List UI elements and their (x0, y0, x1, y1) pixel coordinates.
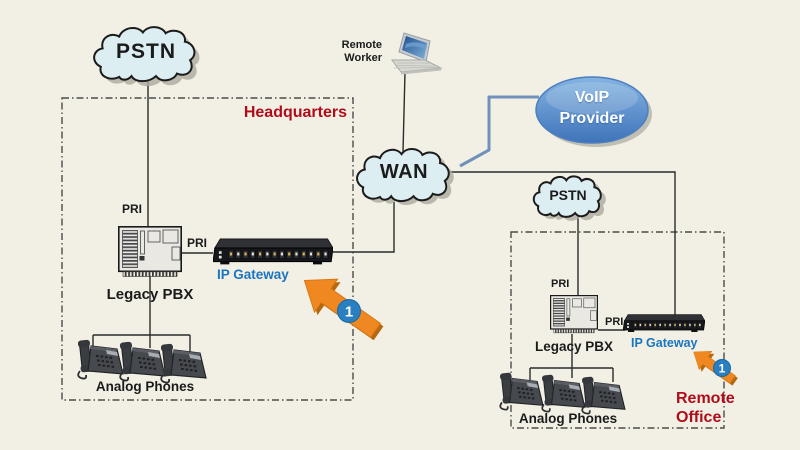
voip-provider-label: VoIP Provider (542, 87, 642, 129)
step-badge-number: 1 (345, 304, 353, 321)
laptop-icon (391, 32, 442, 75)
voip-label-line2: Provider (559, 110, 625, 127)
hq-pri-pstn-label: PRI (122, 202, 143, 216)
connector-voip-to-wan (459, 95, 539, 168)
voip-label-line1: VoIP (574, 89, 610, 106)
headquarters-boundary (61, 97, 354, 401)
wan-label: WAN (379, 161, 429, 183)
hq-pri-gateway-label: PRI (187, 236, 208, 250)
analog-phone-icon (498, 371, 544, 411)
headquarters-label: Headquarters (243, 104, 347, 121)
step-badge-number: 1 (719, 361, 726, 375)
analog-phone-icon (540, 373, 586, 413)
connector-hq-pbx-to-phones (92, 276, 191, 352)
pstn-hq-label: PSTN (115, 40, 176, 63)
analog-phone-icon (580, 375, 626, 415)
pstn-remote-label: PSTN (549, 187, 587, 203)
connector-hq-gateway-to-wan (333, 202, 395, 253)
connector-wan-to-ro-gateway (450, 171, 676, 316)
hq-legacy-pbx-device (118, 226, 182, 278)
hq-analog-phones-label: Analog Phones (95, 379, 195, 394)
ro-pri-pstn-label: PRI (551, 278, 570, 290)
remote-office-label: Remote Office (676, 390, 735, 426)
hq-ip-gateway-label: IP Gateway (217, 267, 289, 282)
ro-legacy-pbx-label: Legacy PBX (534, 339, 614, 354)
ro-analog-phones-label: Analog Phones (518, 411, 618, 426)
step-badge-remote: 1 (713, 359, 731, 377)
voip-provider-node (535, 76, 652, 147)
ro-pri-gateway-label: PRI (605, 316, 624, 328)
remote-worker-label: Remote Worker (341, 39, 382, 64)
step-badge-hq: 1 (337, 299, 361, 323)
ro-ip-gateway-device (623, 314, 705, 333)
analog-phone-icon (76, 338, 124, 380)
ro-legacy-pbx-device (550, 295, 598, 334)
hq-legacy-pbx-label: Legacy PBX (106, 286, 194, 303)
analog-phone-icon (118, 340, 166, 382)
hq-ip-gateway-device (213, 238, 333, 265)
connector-laptop-to-wan (402, 71, 406, 153)
analog-phone-icon (159, 342, 207, 384)
remote-office-boundary (510, 231, 725, 429)
ro-ip-gateway-label: IP Gateway (631, 336, 698, 350)
connector-ro-pbx-to-phones (529, 334, 614, 382)
